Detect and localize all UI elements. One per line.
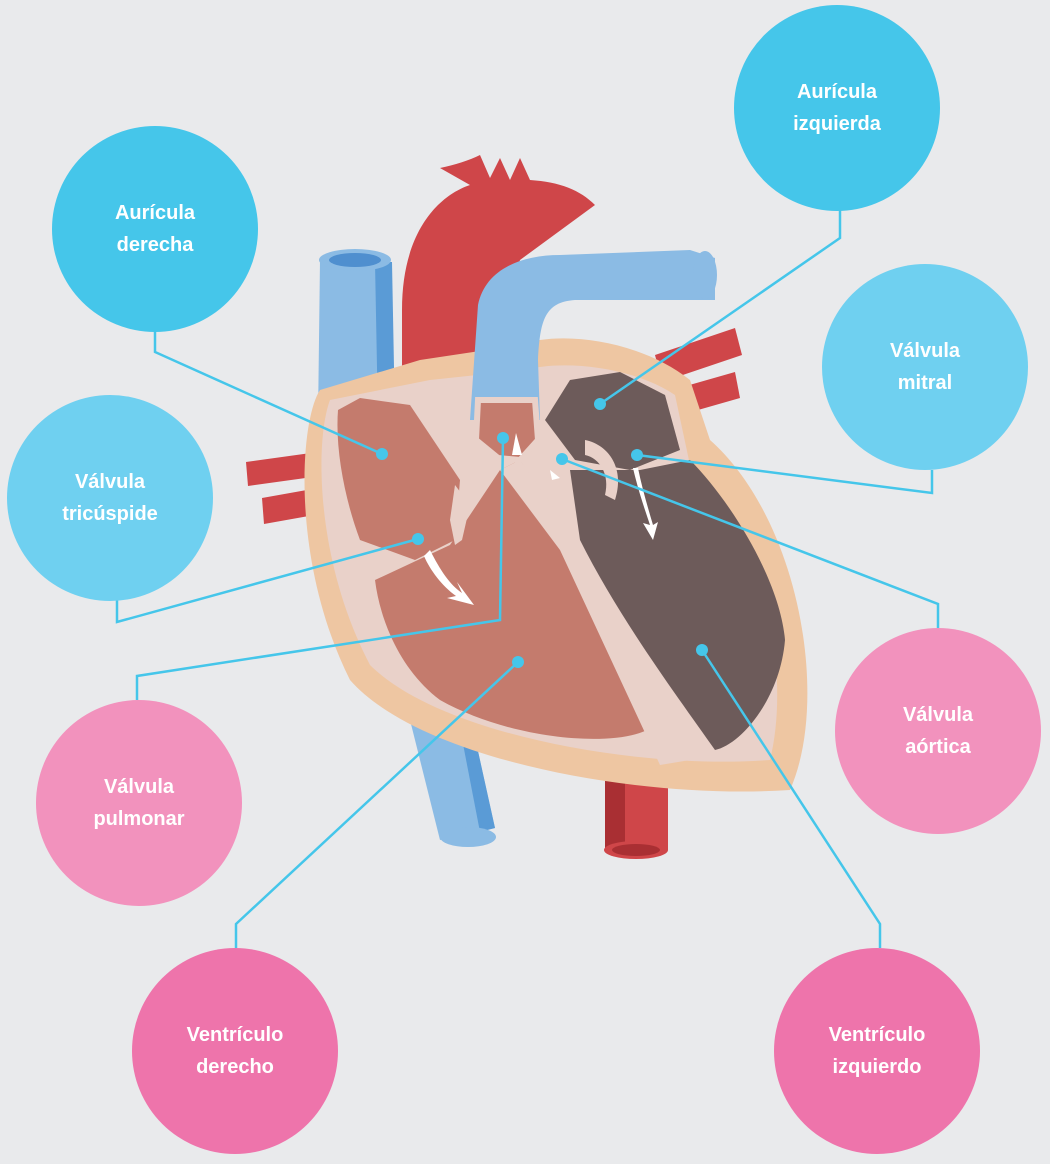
bubble-auricula-derecha: Aurícula derecha bbox=[52, 126, 258, 332]
pulmonary-valve-box bbox=[476, 400, 538, 460]
label-auricula-derecha: Aurícula derecha bbox=[115, 197, 195, 261]
label-valvula-pulmonar: Válvula pulmonar bbox=[93, 771, 184, 835]
descending-aorta bbox=[604, 780, 668, 859]
label-auricula-izquierda: Aurícula izquierda bbox=[793, 76, 881, 140]
label-valvula-aortica: Válvula aórtica bbox=[903, 699, 973, 763]
dot-icon bbox=[696, 644, 708, 656]
bubble-valvula-pulmonar: Válvula pulmonar bbox=[36, 700, 242, 906]
bubble-valvula-aortica: Válvula aórtica bbox=[835, 628, 1041, 834]
label-valvula-tricuspide: Válvula tricúspide bbox=[62, 466, 158, 530]
dot-icon bbox=[631, 449, 643, 461]
bubble-ventriculo-izquierdo: Ventrículo izquierdo bbox=[774, 948, 980, 1154]
dot-icon bbox=[556, 453, 568, 465]
label-ventriculo-derecho: Ventrículo derecho bbox=[187, 1019, 284, 1083]
dot-icon bbox=[497, 432, 509, 444]
dot-icon bbox=[376, 448, 388, 460]
label-valvula-mitral: Válvula mitral bbox=[890, 335, 960, 399]
dot-icon bbox=[594, 398, 606, 410]
dot-icon bbox=[512, 656, 524, 668]
bubble-auricula-izquierda: Aurícula izquierda bbox=[734, 5, 940, 211]
bubble-ventriculo-derecho: Ventrículo derecho bbox=[132, 948, 338, 1154]
bubble-valvula-tricuspide: Válvula tricúspide bbox=[7, 395, 213, 601]
bubble-valvula-mitral: Válvula mitral bbox=[822, 264, 1028, 470]
label-ventriculo-izquierdo: Ventrículo izquierdo bbox=[829, 1019, 926, 1083]
dot-icon bbox=[412, 533, 424, 545]
